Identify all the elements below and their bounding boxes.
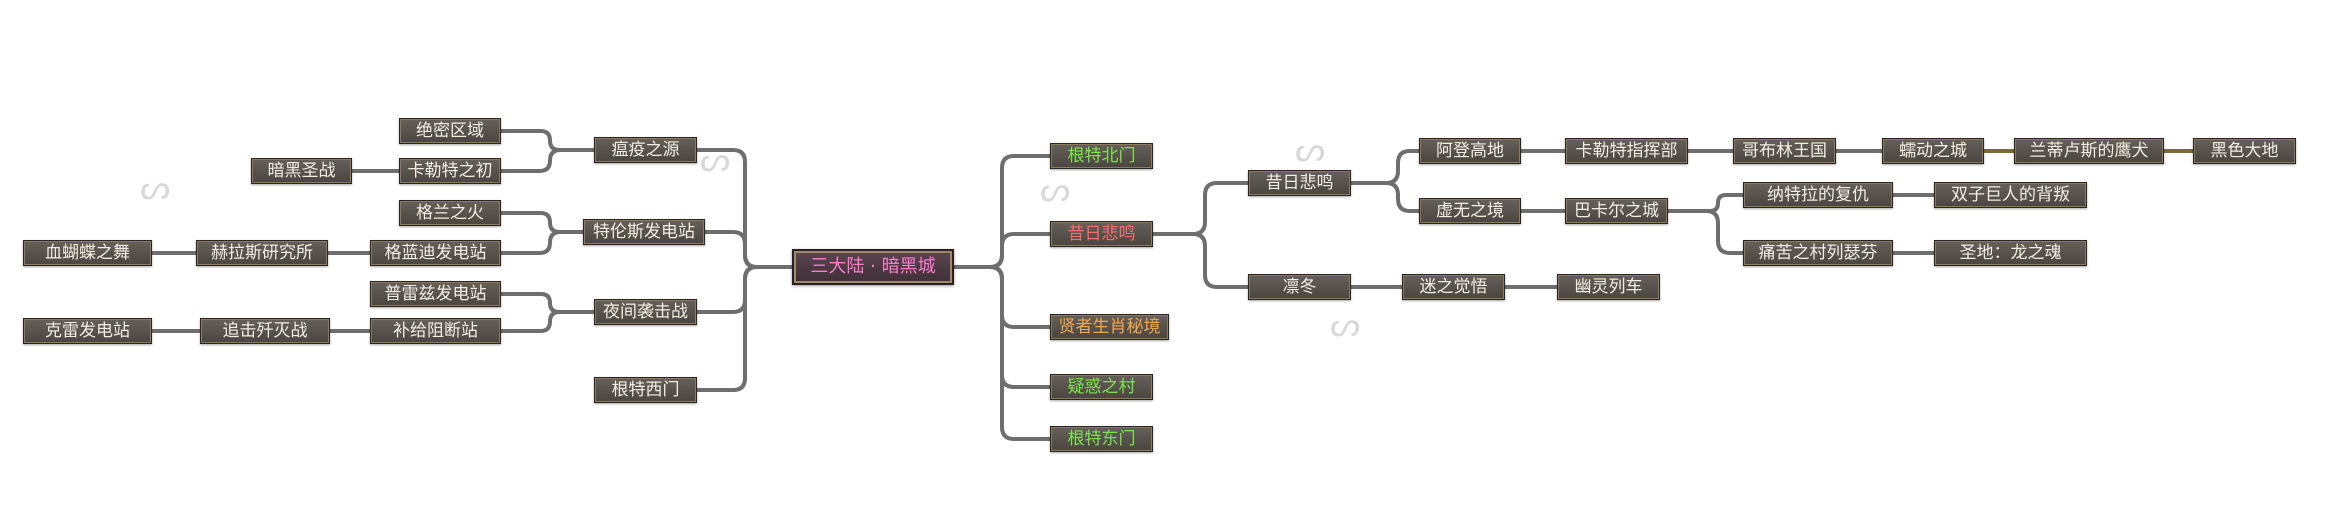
connector-line xyxy=(1349,149,1421,185)
connector-line xyxy=(952,265,1052,441)
map-node[interactable]: 卡勒特之初 xyxy=(399,158,501,184)
map-node[interactable]: 巴卡尔之城 xyxy=(1565,198,1668,224)
map-node[interactable]: 昔日悲鸣 xyxy=(1248,170,1351,196)
connector-line xyxy=(1151,232,1250,289)
connector-line xyxy=(499,129,596,152)
map-node[interactable]: 暗黑圣战 xyxy=(251,158,352,184)
map-node[interactable]: 圣地：龙之魂 xyxy=(1934,240,2087,266)
map-node[interactable]: 格蓝迪发电站 xyxy=(370,240,501,266)
connector-line xyxy=(1151,181,1250,236)
connector-line xyxy=(703,230,794,269)
connector-line xyxy=(499,211,585,234)
map-node[interactable]: 蠕动之城 xyxy=(1882,138,1984,164)
connector-line xyxy=(1666,193,1745,213)
decorative-swirl-icon: ᔕ xyxy=(1295,130,1326,170)
map-node[interactable]: 绝密区域 xyxy=(399,118,501,144)
map-node[interactable]: 兰蒂卢斯的鹰犬 xyxy=(2014,138,2164,164)
map-node[interactable]: 纳特拉的复仇 xyxy=(1743,182,1893,208)
connector-line xyxy=(952,232,1052,269)
connector-line xyxy=(499,148,596,173)
map-node[interactable]: 根特东门 xyxy=(1050,426,1153,452)
connector-line xyxy=(499,292,596,314)
map-node[interactable]: 特伦斯发电站 xyxy=(583,219,705,245)
map-node[interactable]: 虚无之境 xyxy=(1419,198,1521,224)
map-node[interactable]: 迷之觉悟 xyxy=(1402,274,1505,300)
connector-line xyxy=(1349,181,1421,213)
map-node[interactable]: 黑色大地 xyxy=(2193,138,2296,164)
map-node[interactable]: 普雷兹发电站 xyxy=(370,281,501,307)
map-node[interactable]: 昔日悲鸣 xyxy=(1050,221,1153,247)
connector-line xyxy=(499,230,585,255)
map-node[interactable]: 幽灵列车 xyxy=(1557,274,1660,300)
map-node[interactable]: 凛冬 xyxy=(1248,274,1351,300)
map-node[interactable]: 卡勒特指挥部 xyxy=(1565,138,1688,164)
map-node[interactable]: 阿登高地 xyxy=(1419,138,1521,164)
map-node[interactable]: 克雷发电站 xyxy=(23,318,152,344)
decorative-swirl-icon: ᔕ xyxy=(700,140,731,180)
map-node[interactable]: 赫拉斯研究所 xyxy=(196,240,328,266)
map-node[interactable]: 追击歼灭战 xyxy=(200,318,330,344)
map-node[interactable]: 双子巨人的背叛 xyxy=(1934,182,2087,208)
map-node[interactable]: 夜间袭击战 xyxy=(594,299,697,325)
map-node[interactable]: 根特北门 xyxy=(1050,143,1153,169)
map-node[interactable]: 血蝴蝶之舞 xyxy=(23,240,152,266)
connector-line xyxy=(695,265,794,392)
map-node[interactable]: 贤者生肖秘境 xyxy=(1050,314,1169,340)
decorative-swirl-icon: ᔕ xyxy=(1330,305,1361,345)
connector-line xyxy=(1666,209,1745,255)
map-node[interactable]: 瘟疫之源 xyxy=(594,137,697,163)
map-node[interactable]: 哥布林王国 xyxy=(1733,138,1836,164)
map-node[interactable]: 疑惑之村 xyxy=(1050,374,1153,400)
map-node[interactable]: 补给阻断站 xyxy=(370,318,501,344)
connector-line xyxy=(499,310,596,333)
root-node[interactable]: 三大陆 · 暗黑城 xyxy=(792,249,954,285)
map-node[interactable]: 格兰之火 xyxy=(399,200,501,226)
decorative-swirl-icon: ᔕ xyxy=(1040,170,1071,210)
decorative-swirl-icon: ᔕ xyxy=(140,168,171,208)
map-node[interactable]: 根特西门 xyxy=(594,377,697,403)
map-node[interactable]: 痛苦之村列瑟芬 xyxy=(1743,240,1893,266)
